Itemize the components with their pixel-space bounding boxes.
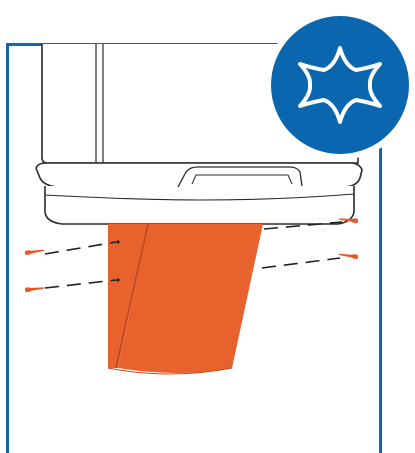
- device-handle-inner: [191, 174, 293, 185]
- badge-circle: [265, 10, 415, 160]
- screw-icon: [338, 218, 359, 224]
- screw-hole-lower: [116, 278, 120, 282]
- screw-icon: [338, 253, 359, 259]
- torx-star-icon: [298, 46, 382, 124]
- guide-line-lower-right: [261, 257, 341, 269]
- screw-hole-upper: [116, 240, 120, 244]
- screw-icon: [24, 249, 45, 255]
- guide-line-lower-left: [44, 279, 117, 289]
- bracket-bottom-edge: [107, 367, 233, 375]
- guide-line-upper-left: [44, 241, 117, 255]
- bracket-left-panel: [108, 224, 148, 368]
- screw-guide-lines: [44, 221, 343, 289]
- device-handle-recess: [177, 166, 303, 188]
- mounting-bracket: [107, 223, 263, 375]
- screw-icon: [24, 287, 45, 293]
- device-base-rim: [44, 193, 355, 201]
- device-base-lower: [44, 186, 355, 225]
- bracket-screw-holes: [116, 240, 120, 282]
- tool-badge: [265, 10, 415, 160]
- bracket-front-panel: [118, 224, 263, 373]
- bracket-edge-line: [115, 223, 149, 369]
- screws: [24, 218, 359, 293]
- guide-line-upper-right: [263, 221, 343, 230]
